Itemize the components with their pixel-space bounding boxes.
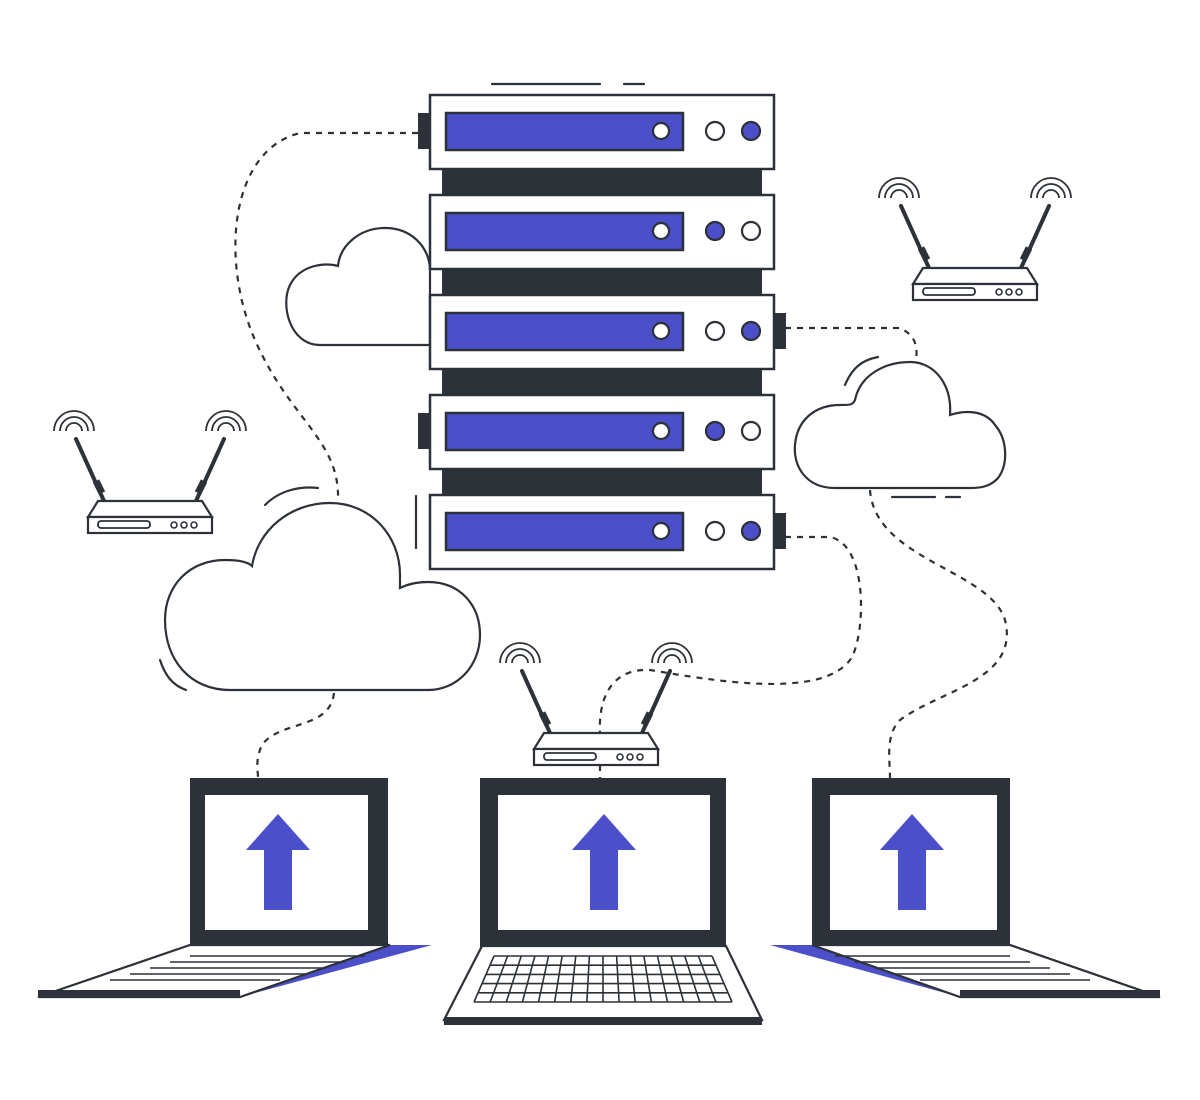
wifi-signal-icon [217, 422, 235, 432]
status-led [740, 320, 762, 342]
laptop-left-keyboard [110, 955, 365, 981]
rack-spacer [442, 468, 762, 498]
server-to-router-center [598, 535, 863, 736]
wifi-signal-icon [505, 648, 535, 664]
drive-bay [444, 211, 685, 252]
status-led [704, 420, 726, 442]
wifi-signal-icon [499, 642, 541, 664]
rack-spacer [442, 268, 762, 298]
drive-bay [444, 511, 685, 552]
drive-bay [444, 411, 685, 452]
server-unit-1 [418, 93, 776, 171]
laptop-center [442, 778, 764, 1025]
wifi-signal-icon [53, 410, 95, 432]
drive-led [651, 521, 671, 541]
wifi-signal-icon [65, 422, 83, 432]
rack-spacer [442, 368, 762, 398]
connection-lines [234, 131, 1008, 779]
cloud-lower-left [163, 501, 482, 692]
side-port [418, 413, 430, 449]
rack-spacer [442, 168, 762, 198]
wifi-signal-icon [205, 410, 247, 432]
laptop-left-base [37, 943, 391, 999]
status-led [740, 420, 762, 442]
router-left [53, 410, 247, 535]
status-led [704, 520, 726, 542]
wifi-signal-icon [1042, 189, 1060, 199]
server-unit-3 [428, 293, 786, 371]
drive-led [651, 121, 671, 141]
laptop-left [37, 778, 432, 999]
wifi-signal-icon [59, 416, 89, 432]
server-to-cloud-right [785, 326, 918, 363]
laptop-right-base [811, 943, 1161, 999]
laptop-right [770, 778, 1161, 999]
status-led [704, 220, 726, 242]
wifi-signal-icon [878, 177, 920, 199]
drive-bay [444, 311, 685, 352]
wifi-signal-icon [1036, 183, 1066, 199]
decor-dashes [158, 82, 962, 692]
router-center [499, 642, 693, 767]
drive-led [651, 321, 671, 341]
cloud-right-to-laptop-right [868, 489, 1008, 779]
router-right [878, 177, 1072, 302]
server-rack [418, 93, 786, 571]
wifi-signal-icon [211, 416, 241, 432]
side-port [774, 313, 786, 349]
cloud-right [793, 360, 1007, 490]
drive-led [651, 421, 671, 441]
wifi-signal-icon [890, 189, 908, 199]
laptop-right-keyboard [835, 955, 1090, 981]
status-led [740, 220, 762, 242]
status-led [704, 120, 726, 142]
server-to-cloud-lower-left [234, 131, 418, 501]
status-led [704, 320, 726, 342]
server-unit-5 [428, 493, 786, 571]
wifi-signal-icon [657, 648, 687, 664]
wifi-signal-icon [884, 183, 914, 199]
drive-led [651, 221, 671, 241]
cloud-upper-left [285, 226, 432, 347]
server-unit-2 [428, 193, 776, 271]
status-led [740, 120, 762, 142]
side-port [774, 513, 786, 549]
cloud-lower-left-to-laptop-left [256, 692, 336, 779]
server-unit-4 [418, 393, 776, 471]
laptop-center-keyboard [473, 955, 733, 1003]
wifi-signal-icon [651, 642, 693, 664]
side-port [418, 113, 430, 149]
wifi-signal-icon [511, 654, 529, 664]
drive-bay [444, 111, 685, 152]
status-led [740, 520, 762, 542]
wifi-signal-icon [1030, 177, 1072, 199]
wifi-signal-icon [663, 654, 681, 664]
